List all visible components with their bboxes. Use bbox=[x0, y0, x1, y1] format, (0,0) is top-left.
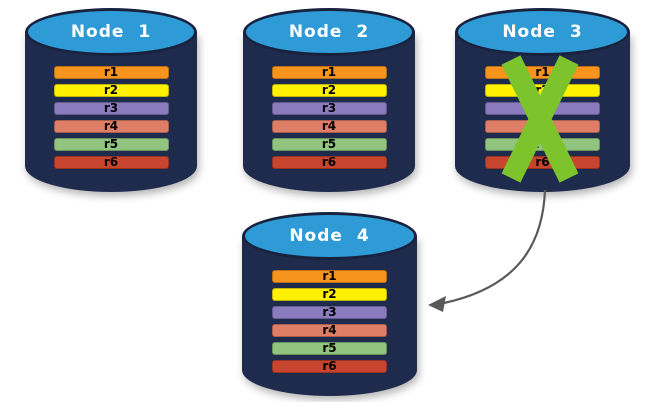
record-bar-r4: r4 bbox=[272, 324, 387, 337]
node-3-cylinder-top bbox=[455, 8, 630, 56]
record-bar-r6: r6 bbox=[53, 156, 169, 169]
record-bar-r4: r4 bbox=[53, 120, 169, 133]
record-bar-r1: r1 bbox=[271, 66, 387, 79]
record-bar-r2: r2 bbox=[53, 84, 169, 97]
record-bar-r1: r1 bbox=[272, 270, 387, 283]
node-4-title: Node 4 bbox=[289, 226, 370, 246]
record-bar-r5: r5 bbox=[271, 138, 387, 151]
node-2-title: Node 2 bbox=[288, 22, 370, 42]
record-bar-r3: r3 bbox=[271, 102, 387, 115]
record-bar-r5: r5 bbox=[53, 138, 169, 151]
node-2: Node 2 r1 r2 r3 r4 r5 r6 bbox=[243, 8, 415, 192]
arrow-curve bbox=[443, 189, 547, 305]
record-bar-r6: r6 bbox=[271, 156, 387, 169]
record-bar-r6: r6 bbox=[272, 360, 387, 373]
node-1: Node 1 r1 r2 r3 r4 r5 r6 bbox=[25, 8, 197, 192]
node-4: Node 4 r1 r2 r3 r4 r5 r6 bbox=[242, 212, 417, 396]
record-bar-r5: r5 bbox=[272, 342, 387, 355]
node-1-records: r1 r2 r3 r4 r5 r6 bbox=[25, 66, 197, 169]
node-4-records: r1 r2 r3 r4 r5 r6 bbox=[242, 270, 417, 373]
node-1-title: Node 1 bbox=[70, 22, 152, 42]
node-3: Node 3 r1 r2 r3 r4 r5 r6 bbox=[455, 8, 630, 192]
record-bar-r4: r4 bbox=[271, 120, 387, 133]
record-bar-r2: r2 bbox=[272, 288, 387, 301]
arrow-head-icon bbox=[428, 296, 446, 312]
record-bar-r3: r3 bbox=[272, 306, 387, 319]
node-2-records: r1 r2 r3 r4 r5 r6 bbox=[243, 66, 415, 169]
record-bar-r1: r1 bbox=[53, 66, 169, 79]
failure-x-icon bbox=[501, 55, 579, 183]
node-4-cylinder-top bbox=[242, 212, 417, 260]
node-1-cylinder-top bbox=[25, 8, 197, 56]
record-bar-r3: r3 bbox=[53, 102, 169, 115]
node-2-cylinder-top bbox=[243, 8, 415, 56]
node-3-title: Node 3 bbox=[502, 22, 583, 42]
record-bar-r2: r2 bbox=[271, 84, 387, 97]
